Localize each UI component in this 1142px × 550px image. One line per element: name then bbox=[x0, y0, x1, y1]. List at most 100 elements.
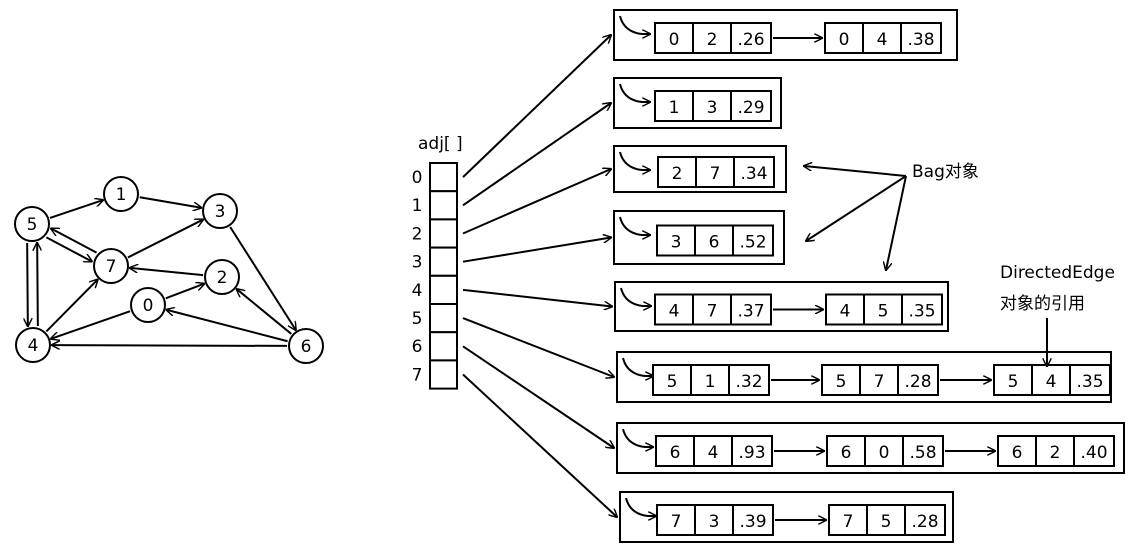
adj-index-5: 5 bbox=[412, 309, 423, 329]
edge-weight-cell bbox=[730, 90, 772, 122]
edge-to-value: 7 bbox=[707, 302, 718, 322]
edge-to-value: 7 bbox=[874, 372, 885, 392]
edge-to-cell bbox=[695, 156, 735, 188]
edge-weight-cell bbox=[1073, 435, 1115, 467]
edge-to-value: 0 bbox=[879, 443, 890, 463]
edge-to-value: 4 bbox=[1046, 372, 1057, 392]
graph-node-label: 5 bbox=[27, 215, 38, 235]
adj-index-7: 7 bbox=[412, 365, 423, 385]
graph-node-2: 2 bbox=[204, 259, 240, 295]
edge-weight-cell bbox=[730, 293, 772, 326]
adj-pointer-4 bbox=[462, 288, 612, 307]
edge-to-cell bbox=[694, 504, 734, 536]
graph-edge-7-3 bbox=[127, 220, 203, 259]
edge-to-value: 5 bbox=[881, 512, 892, 532]
edge-to-cell bbox=[1035, 435, 1075, 467]
graph-edges bbox=[27, 196, 296, 346]
edge-from-cell bbox=[828, 504, 868, 536]
graph-node-label: 3 bbox=[215, 202, 226, 222]
graph-node-6: 6 bbox=[288, 328, 324, 364]
edge-weight-cell bbox=[902, 435, 944, 467]
edge-weight-value: .35 bbox=[908, 302, 935, 322]
graph-node-label: 0 bbox=[143, 296, 154, 316]
edge-from-value: 1 bbox=[669, 98, 680, 118]
edge-weight-cell bbox=[730, 22, 772, 54]
bag-first-pointer bbox=[619, 216, 650, 235]
graph-node-circle bbox=[288, 328, 324, 364]
graph-node-label: 2 bbox=[217, 268, 228, 288]
graph-node-circle bbox=[130, 287, 166, 323]
adj-pointer-3 bbox=[462, 238, 611, 263]
directed-edge-label-line2: 对象的引用 bbox=[1000, 294, 1085, 314]
edge-weight-cell bbox=[731, 435, 773, 467]
graph-edge-7-5 bbox=[51, 229, 98, 254]
graph-node-circle bbox=[202, 193, 238, 229]
graph-node-label: 1 bbox=[116, 185, 127, 205]
directed-graph: 0 1 2 3 4 5 6 7 bbox=[14, 176, 324, 364]
edge-from-cell bbox=[654, 293, 694, 326]
adj-label: adj[ ] bbox=[418, 134, 463, 154]
edge-weight-value: .26 bbox=[737, 30, 764, 50]
edge-weight-value: .35 bbox=[1076, 372, 1103, 392]
edge-weight-value: .58 bbox=[909, 443, 936, 463]
graph-edge-5-7 bbox=[45, 236, 91, 261]
bag-first-pointer bbox=[619, 83, 650, 102]
edge-from-value: 3 bbox=[671, 233, 682, 253]
edge-from-value: 6 bbox=[1012, 443, 1023, 463]
bag-first-pointer bbox=[625, 497, 656, 516]
bag-label-arrow-3 bbox=[886, 175, 907, 270]
adj-cell-1 bbox=[429, 190, 458, 221]
edge-weight-value: .28 bbox=[904, 372, 931, 392]
edge-to-value: 2 bbox=[1050, 443, 1061, 463]
edge-from-value: 7 bbox=[671, 512, 682, 532]
edge-weight-value: .93 bbox=[738, 443, 765, 463]
graph-node-1: 1 bbox=[103, 176, 139, 212]
edge-from-cell bbox=[655, 435, 695, 467]
edge-weight-cell bbox=[732, 504, 774, 536]
edge-from-cell bbox=[657, 156, 697, 188]
edge-weight-value: .32 bbox=[735, 372, 762, 392]
bag-first-pointer bbox=[619, 151, 650, 170]
graph-node-circle bbox=[15, 327, 51, 363]
edge-to-cell bbox=[862, 22, 902, 54]
graph-node-4: 4 bbox=[15, 327, 51, 363]
graph-node-label: 4 bbox=[28, 336, 39, 356]
graph-edge-0-2 bbox=[165, 284, 204, 300]
graph-nodes: 0 1 2 3 4 5 6 7 bbox=[14, 176, 324, 364]
edge-from-value: 5 bbox=[1008, 372, 1019, 392]
edge-from-cell bbox=[997, 435, 1037, 467]
graph-edge-5-4 bbox=[27, 243, 28, 326]
edge-to-value: 2 bbox=[707, 30, 718, 50]
adj-pointer-2 bbox=[462, 169, 611, 235]
adj-index-6: 6 bbox=[412, 337, 423, 357]
edge-to-value: 7 bbox=[710, 164, 721, 184]
edge-from-cell bbox=[652, 364, 692, 396]
adj-cell-3 bbox=[429, 246, 458, 277]
adj-cell-0 bbox=[429, 162, 458, 193]
bag-object-label: Bag对象 bbox=[912, 162, 979, 182]
edge-weight-cell bbox=[728, 364, 770, 396]
annotations: Bag对象 DirectedEdge 对象的引用 bbox=[804, 162, 1115, 366]
edge-weight-cell bbox=[732, 224, 774, 257]
edge-to-value: 4 bbox=[708, 443, 719, 463]
bag-label-arrow-2 bbox=[806, 175, 907, 241]
graph-node-7: 7 bbox=[93, 248, 129, 284]
bag-first-pointer bbox=[622, 428, 653, 447]
graph-edge-2-7 bbox=[130, 268, 204, 277]
edge-weight-value: .40 bbox=[1080, 443, 1107, 463]
adj-index-4: 4 bbox=[412, 281, 423, 301]
edge-from-value: 6 bbox=[670, 443, 681, 463]
graph-edge-6-4 bbox=[52, 345, 288, 346]
